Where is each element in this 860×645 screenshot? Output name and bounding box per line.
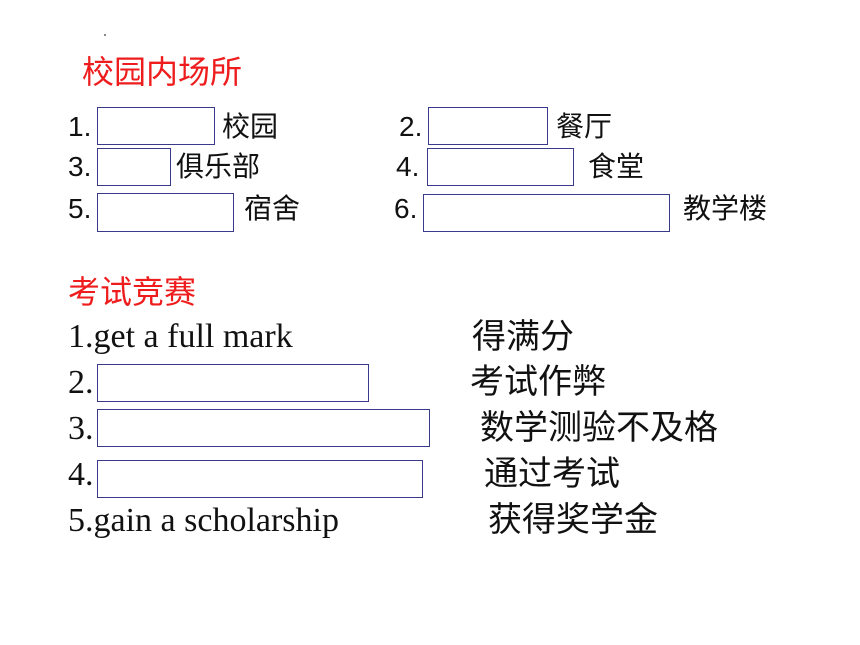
section-title-exam: 考试竞赛	[68, 273, 197, 311]
exam-item-2-blank	[97, 364, 369, 402]
campus-item-1-number: 1.	[68, 111, 92, 142]
campus-item-4-chinese: 食堂	[588, 150, 645, 183]
exam-item-3-chinese: 数学测验不及格	[480, 408, 718, 448]
campus-item-6-blank	[423, 194, 670, 232]
exam-item-3-blank	[97, 409, 430, 447]
campus-item-2-number: 2.	[399, 111, 423, 142]
exam-item-2-english: 2.	[68, 364, 94, 401]
campus-item-6-chinese: 教学楼	[683, 192, 768, 225]
campus-item-5-chinese: 宿舍	[244, 192, 301, 225]
campus-item-1-blank	[97, 107, 215, 145]
exam-item-5-chinese: 获得奖学金	[488, 500, 658, 540]
campus-item-3-blank	[97, 148, 171, 186]
exam-item-4-chinese: 通过考试	[484, 454, 620, 494]
campus-item-1-chinese: 校园	[222, 110, 279, 143]
section-title-campus: 校园内场所	[82, 53, 243, 91]
exam-item-4-english: 4.	[68, 456, 94, 493]
exam-item-5-english: 5.gain a scholarship	[68, 502, 339, 539]
exam-item-3-english: 3.	[68, 410, 94, 447]
campus-item-2-blank	[428, 107, 548, 145]
campus-item-4-number: 4.	[396, 151, 420, 182]
campus-item-3-number: 3.	[68, 151, 92, 182]
campus-item-5-blank	[97, 193, 234, 232]
exam-item-2-chinese: 考试作弊	[470, 362, 606, 402]
campus-item-3-chinese: 俱乐部	[176, 150, 261, 183]
exam-item-1-english: 1.get a full mark	[68, 318, 293, 355]
exam-item-1-chinese: 得满分	[472, 317, 574, 357]
campus-item-6-number: 6.	[394, 193, 418, 224]
campus-item-4-blank	[427, 148, 574, 186]
campus-item-2-chinese: 餐厅	[556, 110, 613, 143]
exam-item-4-blank	[97, 460, 423, 498]
campus-item-5-number: 5.	[68, 193, 92, 224]
stray-dot	[104, 34, 106, 36]
